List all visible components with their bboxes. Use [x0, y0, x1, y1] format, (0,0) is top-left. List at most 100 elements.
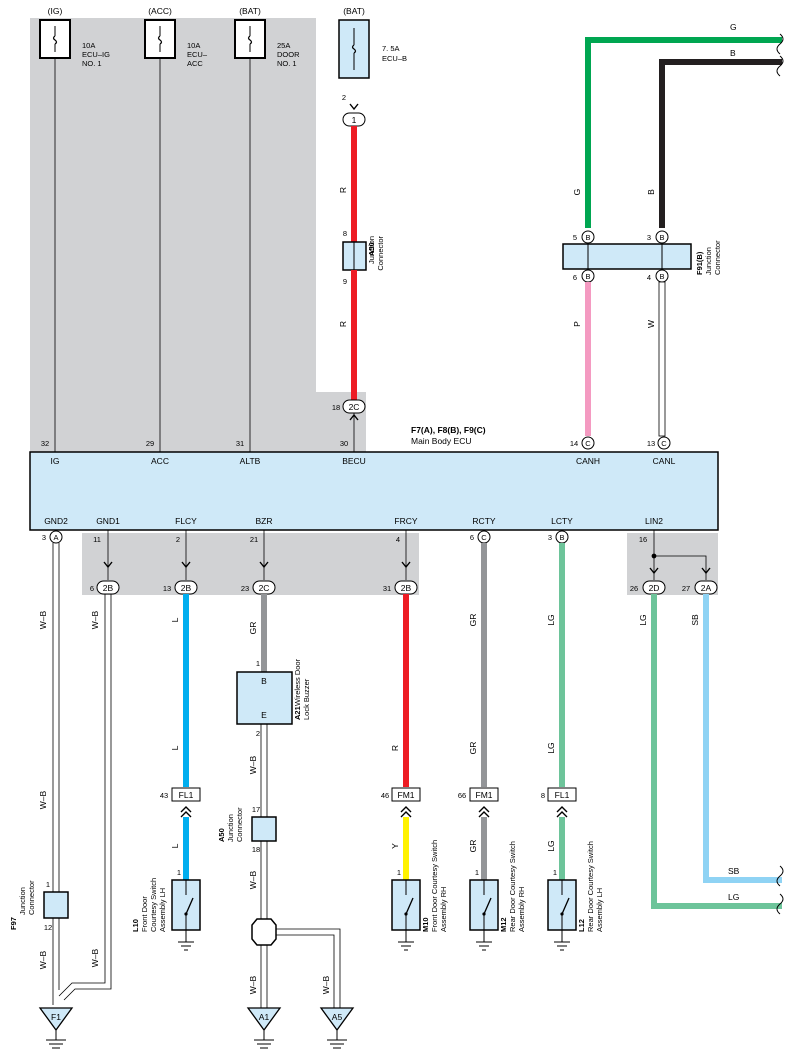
svg-text:GR: GR — [248, 622, 258, 635]
svg-text:F1: F1 — [51, 1012, 61, 1022]
svg-text:(BAT): (BAT) — [343, 6, 365, 16]
svg-text:7. 5A: 7. 5A — [382, 44, 400, 53]
frcy-circuit: R 46 FM1 Y — [381, 594, 421, 880]
svg-text:L10: L10 — [131, 919, 140, 932]
svg-text:1: 1 — [352, 115, 357, 125]
svg-text:18: 18 — [252, 845, 260, 854]
svg-text:B: B — [730, 48, 736, 58]
svg-text:DOOR: DOOR — [277, 50, 300, 59]
svg-text:Rear Door Courtesy Switch: Rear Door Courtesy Switch — [508, 841, 517, 932]
svg-text:W–B: W–B — [248, 870, 258, 889]
svg-text:2C: 2C — [259, 583, 270, 593]
svg-text:NO. 1: NO. 1 — [277, 59, 297, 68]
svg-text:LG: LG — [546, 614, 556, 625]
ecu-stub-wires — [103, 530, 711, 580]
svg-text:10A: 10A — [187, 41, 200, 50]
svg-text:Junction: Junction — [226, 814, 235, 842]
svg-text:W–B: W–B — [38, 790, 48, 809]
svg-text:Connector: Connector — [27, 880, 36, 915]
svg-text:66: 66 — [458, 791, 466, 800]
svg-text:Assembly RH: Assembly RH — [517, 887, 526, 932]
rcty-circuit: GR GR 66 FM1 GR — [458, 543, 499, 880]
svg-text:B: B — [585, 272, 590, 281]
svg-text:25A: 25A — [277, 41, 290, 50]
svg-text:5: 5 — [573, 233, 577, 242]
fuse-ecu-acc: (ACC) 10A ECU– ACC — [144, 6, 208, 68]
svg-text:GR: GR — [468, 742, 478, 755]
svg-text:F7(A), F8(B), F9(C): F7(A), F8(B), F9(C) — [411, 425, 486, 435]
svg-text:A50: A50 — [367, 242, 376, 256]
svg-text:L12: L12 — [577, 919, 586, 932]
svg-text:8: 8 — [541, 791, 545, 800]
svg-text:(BAT): (BAT) — [239, 6, 261, 16]
svg-text:1: 1 — [177, 868, 181, 877]
svg-text:GR: GR — [468, 840, 478, 853]
svg-text:11: 11 — [93, 535, 101, 544]
svg-text:Rear Door Courtesy Switch: Rear Door Courtesy Switch — [586, 841, 595, 932]
svg-text:LG: LG — [546, 840, 556, 851]
svg-text:G: G — [730, 22, 737, 32]
svg-text:2B: 2B — [401, 583, 412, 593]
switch-l12: 1 L12 Rear Door Courtesy Switch Assembly… — [547, 841, 604, 951]
svg-text:GND2: GND2 — [44, 516, 68, 526]
svg-text:A5: A5 — [332, 1012, 343, 1022]
svg-text:30: 30 — [340, 439, 348, 448]
svg-text:W–B: W–B — [38, 610, 48, 629]
ecu-background-area — [30, 18, 718, 595]
svg-text:GR: GR — [468, 614, 478, 627]
svg-text:F91(B): F91(B) — [695, 251, 704, 275]
svg-text:10A: 10A — [82, 41, 95, 50]
svg-text:14: 14 — [570, 439, 578, 448]
svg-text:6: 6 — [573, 273, 577, 282]
svg-text:A: A — [53, 533, 58, 542]
ecu-feed-wires — [54, 58, 251, 452]
svg-text:C: C — [585, 439, 591, 448]
lin2-circuit: LG SB SB LG — [638, 594, 784, 915]
svg-text:F97: F97 — [9, 917, 18, 930]
svg-text:Front Door: Front Door — [140, 896, 149, 932]
svg-text:(IG): (IG) — [48, 6, 63, 16]
svg-text:B: B — [659, 272, 664, 281]
svg-text:FLCY: FLCY — [175, 516, 197, 526]
svg-text:Courtesy Switch: Courtesy Switch — [149, 878, 158, 932]
svg-text:2C: 2C — [349, 402, 360, 412]
svg-text:31: 31 — [383, 584, 391, 593]
svg-text:46: 46 — [381, 791, 389, 800]
svg-text:L: L — [170, 745, 180, 750]
svg-text:B: B — [659, 233, 664, 242]
svg-text:3: 3 — [42, 533, 46, 542]
svg-text:17: 17 — [252, 805, 260, 814]
svg-text:W–B: W–B — [248, 975, 258, 994]
svg-text:4: 4 — [396, 535, 400, 544]
svg-text:1: 1 — [46, 880, 50, 889]
svg-text:Lock Buzzer: Lock Buzzer — [302, 678, 311, 720]
svg-text:27: 27 — [682, 584, 690, 593]
svg-text:1: 1 — [475, 868, 479, 877]
main-body-ecu: F7(A), F8(B), F9(C) Main Body ECU 32 29 … — [29, 425, 719, 531]
svg-text:CANH: CANH — [576, 456, 600, 466]
svg-text:IG: IG — [51, 456, 60, 466]
becu-circuit: 2 1 R 8 9 R A50 Junction Connector 18 2C — [332, 93, 385, 452]
svg-text:Junction: Junction — [367, 236, 376, 264]
svg-text:A50: A50 — [217, 828, 226, 842]
svg-text:1: 1 — [553, 868, 557, 877]
svg-text:FL1: FL1 — [555, 790, 570, 800]
svg-text:1: 1 — [397, 868, 401, 877]
svg-text:FM1: FM1 — [476, 790, 493, 800]
switch-m12: 1 M12 Rear Door Courtesy Switch Assembly… — [469, 841, 526, 951]
svg-text:B: B — [585, 233, 590, 242]
svg-text:ECU–IG: ECU–IG — [82, 50, 110, 59]
svg-text:ECU–: ECU– — [187, 50, 208, 59]
svg-text:C: C — [661, 439, 667, 448]
svg-text:Connector: Connector — [235, 807, 244, 842]
svg-text:BECU: BECU — [342, 456, 366, 466]
svg-text:32: 32 — [41, 439, 49, 448]
svg-text:Assembly LH: Assembly LH — [158, 888, 167, 932]
svg-text:ALTB: ALTB — [240, 456, 261, 466]
svg-text:Front Door Courtesy Switch: Front Door Courtesy Switch — [430, 840, 439, 932]
svg-text:R: R — [390, 745, 400, 751]
svg-text:LG: LG — [728, 892, 739, 902]
svg-text:W–B: W–B — [90, 948, 100, 967]
svg-text:BZR: BZR — [256, 516, 273, 526]
fuse-door-no1: (BAT) 25A DOOR NO. 1 — [234, 6, 300, 68]
